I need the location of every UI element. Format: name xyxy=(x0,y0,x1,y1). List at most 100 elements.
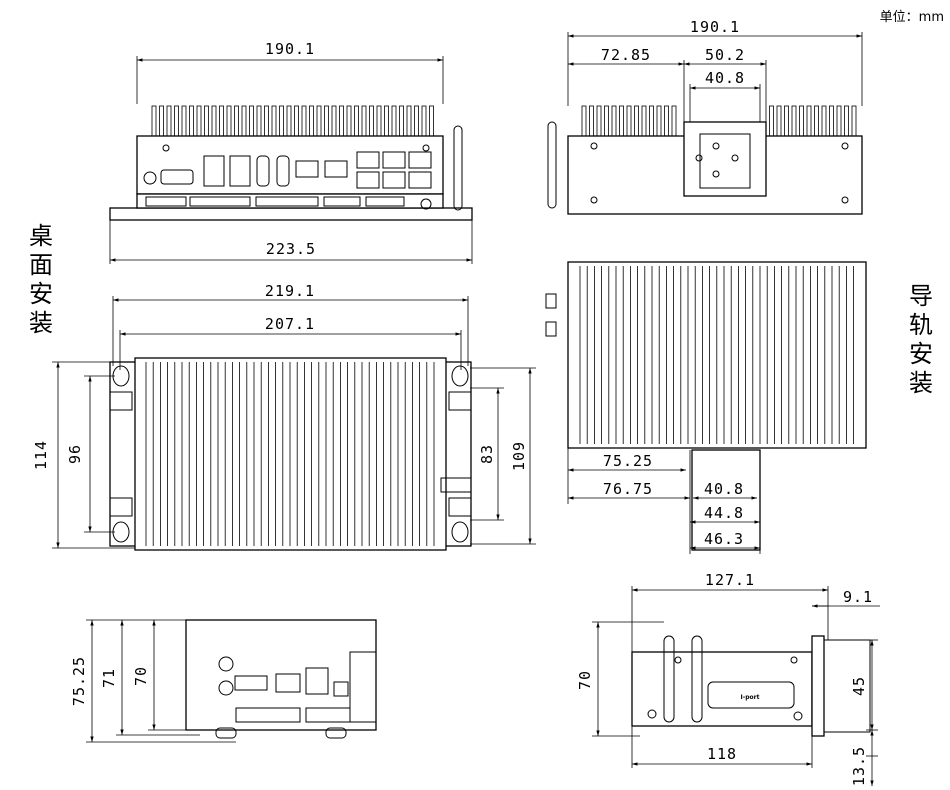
side-right-body xyxy=(631,651,813,727)
rail-label-char: 导 xyxy=(909,282,933,310)
heatsink-fin xyxy=(596,105,602,137)
terminal-block-icon xyxy=(305,707,351,723)
dim-front-base-width: 223.5 xyxy=(266,240,316,258)
heatsink-fin xyxy=(234,105,239,137)
dim-side-right-length: 127.1 xyxy=(705,571,755,589)
front-view-fins xyxy=(151,105,434,137)
heatsink-fin xyxy=(159,105,164,137)
heatsink-fin xyxy=(279,105,284,137)
heatsink-fin xyxy=(219,105,224,137)
heatsink-fin xyxy=(151,105,157,137)
dim-side-right-height: 70 xyxy=(576,670,594,690)
heatsink-fin xyxy=(406,105,412,137)
lan-port-icon xyxy=(324,160,348,178)
heatsink-fin xyxy=(604,105,609,137)
power-button-icon xyxy=(143,171,157,185)
heatsink-fin xyxy=(369,105,374,137)
desktop-label-char: 装 xyxy=(29,309,53,337)
terminal-block-icon xyxy=(189,196,251,207)
dim-rail-top-offset-b: 76.75 xyxy=(603,480,653,498)
din-rail-depth xyxy=(823,639,871,733)
heatsink-fin xyxy=(286,105,292,137)
dim-rail-front-bracket-outer: 50.2 xyxy=(705,46,745,64)
heatsink-fin xyxy=(384,105,389,137)
i-port-connector xyxy=(707,681,795,709)
lan-port-icon xyxy=(356,171,380,189)
dim-side-right-base-length: 118 xyxy=(707,745,737,763)
heatsink-fin xyxy=(391,105,397,137)
screw-icon xyxy=(793,711,803,721)
heatsink-fin xyxy=(851,105,857,137)
din-clip-icon xyxy=(109,391,133,411)
terminal-block-icon xyxy=(365,196,405,207)
heatsink-fin xyxy=(836,105,842,137)
screw-icon xyxy=(841,196,849,204)
dim-top-height-right-outer: 109 xyxy=(510,441,528,471)
heatsink-fin xyxy=(241,105,247,137)
rail-label-char: 安 xyxy=(909,340,933,368)
hdmi-port-icon xyxy=(276,155,290,187)
din-clip-icon xyxy=(109,497,133,517)
heatsink-fin xyxy=(181,105,187,137)
din-clip-icon xyxy=(448,391,472,411)
heatsink-fin xyxy=(589,105,594,137)
heatsink-fin xyxy=(204,105,209,137)
usb-port-icon xyxy=(305,667,329,695)
heatsink-fin xyxy=(814,105,819,137)
heatsink-fin xyxy=(641,105,647,137)
dim-top-height-inner: 96 xyxy=(66,444,84,464)
heatsink-fin xyxy=(821,105,827,137)
rail-top-view: 75.25 76.75 40.8 44.8 46.3 xyxy=(545,261,867,554)
side-view-left: 75.25 71 70 xyxy=(70,619,377,743)
antenna-icon xyxy=(453,125,463,211)
screw-icon xyxy=(731,154,739,162)
power-button-icon xyxy=(218,656,234,672)
screw-icon xyxy=(712,142,720,150)
heatsink-fin xyxy=(376,105,382,137)
heatsink-fin xyxy=(664,105,669,137)
screw-icon xyxy=(162,144,170,152)
heatsink-fin xyxy=(294,105,299,137)
antenna-icon xyxy=(547,121,557,209)
dim-front-width: 190.1 xyxy=(265,40,315,58)
dim-side-right-rail-depth: 9.1 xyxy=(843,588,873,606)
heatsink-fin xyxy=(776,105,782,137)
heatsink-fin xyxy=(196,105,202,137)
screw-icon xyxy=(590,196,598,204)
com-port-icon xyxy=(234,675,268,691)
screw-icon xyxy=(695,154,703,162)
antenna-icon xyxy=(663,635,675,723)
heatsink-fin xyxy=(421,105,427,137)
terminal-block-icon xyxy=(235,707,301,723)
heatsink-fin xyxy=(806,105,812,137)
terminal-block-icon xyxy=(145,196,187,207)
heatsink-fin xyxy=(649,105,654,137)
dim-side-right-rail-foot: 13.5 xyxy=(850,746,868,786)
front-view: 190.1 223.5 xyxy=(109,40,473,264)
screw-icon xyxy=(590,142,598,150)
heatsink-fin xyxy=(316,105,322,137)
rail-label-char: 轨 xyxy=(909,311,933,339)
heatsink-fin xyxy=(784,105,789,137)
heatsink-fin xyxy=(331,105,337,137)
heatsink-fin xyxy=(399,105,404,137)
lan-port-bank xyxy=(356,151,432,189)
dim-rail-front-width: 190.1 xyxy=(690,18,740,36)
top-view-fins xyxy=(145,362,435,546)
reset-button-icon xyxy=(218,680,234,696)
heatsink-fin xyxy=(791,105,797,137)
heatsink-fin xyxy=(769,105,774,137)
heatsink-fin xyxy=(429,105,434,137)
terminal-block-icon xyxy=(255,196,319,207)
heatsink-fin xyxy=(226,105,232,137)
rail-top-view-fins xyxy=(579,266,854,444)
heatsink-fin xyxy=(354,105,359,137)
desktop-label-char: 面 xyxy=(29,251,53,279)
mount-slot-icon xyxy=(451,521,469,543)
dim-top-width-inner: 207.1 xyxy=(265,315,315,333)
connector-side-icon xyxy=(440,477,472,493)
heatsink-fin xyxy=(656,105,662,137)
screw-icon xyxy=(647,709,657,719)
usb-port-icon xyxy=(229,155,251,187)
ground-screw-icon xyxy=(420,198,432,210)
